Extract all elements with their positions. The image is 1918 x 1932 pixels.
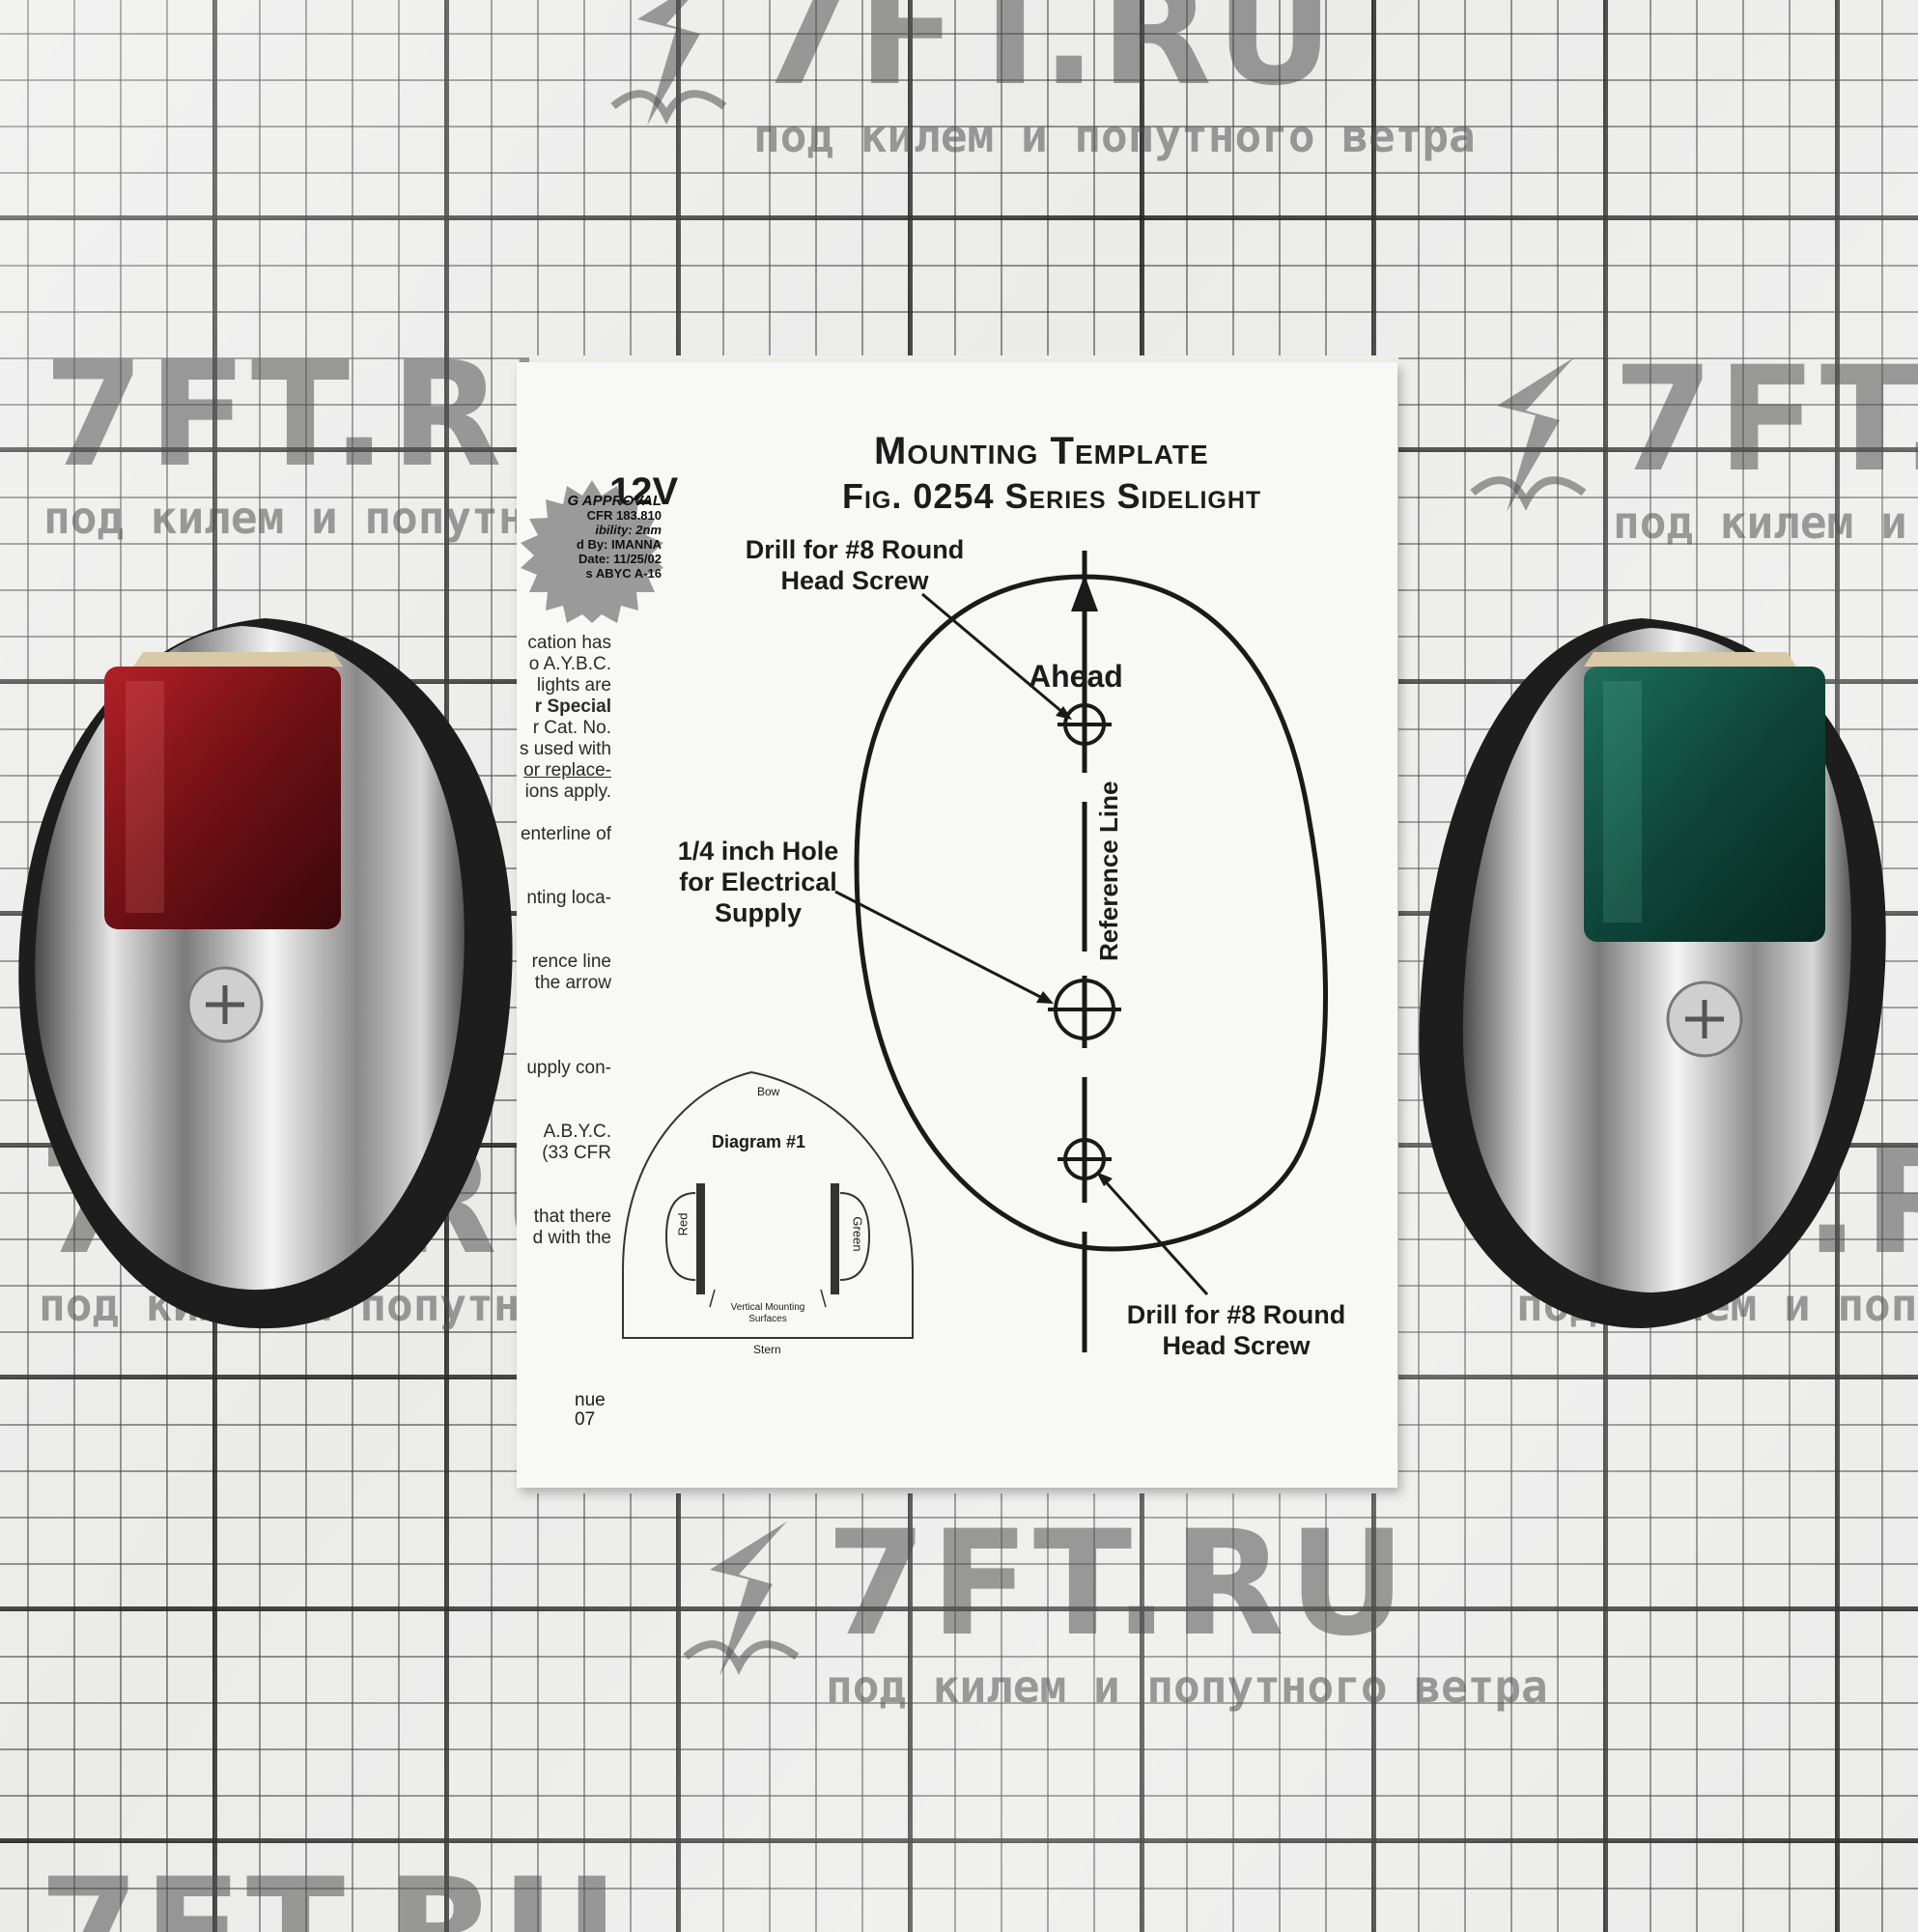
label-drill-bottom: Drill for #8 Round Head Screw [1111, 1299, 1362, 1361]
label-line: Drill for #8 Round [745, 535, 965, 564]
red-lens [104, 667, 341, 929]
seal-burst-icon [521, 480, 663, 623]
label-line: Head Screw [780, 566, 929, 595]
seal-line: G APPROVAL [567, 493, 662, 509]
diagram-hull-outline [622, 1070, 914, 1339]
text-line: nting loca- [526, 888, 611, 908]
starboard-sidelight-green [1419, 618, 1886, 1328]
watermark-tagline: под килем и попутного ветра [826, 1661, 1548, 1713]
diagram-green-label: Green [850, 1216, 865, 1252]
crosshair-top-icon [1058, 703, 1112, 746]
diagram-stern-label: Stern [753, 1343, 781, 1356]
seal-line: d By: IMANNA [576, 537, 662, 552]
text-line: ions apply. [524, 781, 611, 802]
text-line: A.B.Y.C. [543, 1122, 611, 1142]
mounting-template-sheet: 12V Mounting Template Fig. 0254 Series S… [517, 362, 1397, 1488]
seal-line: ibility: 2nm [595, 523, 662, 537]
label-line: for Electrical [679, 867, 837, 896]
text-line: d with the [532, 1228, 611, 1248]
label-line: Vertical Mounting [730, 1302, 805, 1313]
watermark-bottom-left: 7FT.RU [39, 1860, 623, 1932]
watermark-brand: 7FT.RU [826, 1500, 1410, 1668]
watermark-bottom: 7FT.RU под килем и попутного ветра [683, 1500, 1548, 1713]
label-line: Surfaces [748, 1314, 787, 1324]
green-lens [1584, 667, 1825, 942]
watermark-logo-icon [683, 1521, 800, 1676]
text-line: that there [533, 1207, 611, 1227]
watermark-tagline: под килем и попутного ветра [753, 110, 1476, 162]
watermark-tagline: под килем и попутного ветра [1613, 497, 1918, 549]
text-line: upply con- [526, 1058, 611, 1078]
seal-line: Date: 11/25/02 [578, 552, 662, 566]
text-line: r Special [534, 696, 611, 717]
watermark-top: 7FT.RU под килем и попутного ветра [610, 0, 1476, 162]
label-ahead: Ahead [1029, 659, 1123, 694]
arrow-up-icon [1071, 575, 1098, 611]
footer-line: 07 [575, 1409, 596, 1430]
text-line: o A.Y.B.C. [528, 654, 611, 674]
text-line: the arrow [534, 973, 611, 993]
crosshair-bottom-icon [1058, 1138, 1112, 1180]
port-sidelight-red [18, 618, 513, 1329]
watermark-brand: 7FT.RU [753, 0, 1338, 118]
watermark-brand: 7FT.RU [1613, 336, 1918, 504]
approval-seal: G APPROVAL CFR 183.810 ibility: 2nm d By… [507, 478, 676, 623]
instruction-text-column: cation has o A.Y.B.C. lights are r Speci… [517, 633, 611, 1249]
seal-line: s ABYC A-16 [585, 566, 662, 581]
template-title: Mounting Template [874, 430, 1209, 472]
watermark-logo-icon [610, 0, 727, 126]
label-line: Drill for #8 Round [1126, 1300, 1346, 1329]
text-line: (33 CFR [542, 1143, 611, 1163]
text-line: rence line [531, 952, 611, 972]
label-line: Head Screw [1162, 1331, 1311, 1360]
template-subtitle: Fig. 0254 Series Sidelight [842, 476, 1262, 516]
text-line: lights are [536, 675, 611, 696]
label-electrical-hole: 1/4 inch Hole for Electrical Supply [652, 836, 864, 928]
watermark-brand: 7FT.RU [39, 1848, 623, 1932]
footer-line: nue [575, 1390, 606, 1410]
diagram-surfaces-label: Vertical Mounting Surfaces [691, 1302, 845, 1325]
seal-line: CFR 183.810 [586, 508, 662, 523]
text-line: r Cat. No. [532, 718, 611, 738]
label-reference-line: Reference Line [1094, 768, 1124, 961]
crosshair-middle-icon [1048, 979, 1121, 1040]
text-line: s used with [519, 739, 611, 759]
label-drill-top: Drill for #8 Round Head Screw [739, 534, 971, 596]
text-line: or replace- [523, 760, 611, 781]
label-line: 1/4 inch Hole [677, 837, 839, 866]
diagram-title: Diagram #1 [712, 1132, 806, 1151]
sheet-footer: nue 07 [575, 1391, 606, 1430]
reference-line-text: Reference Line [1094, 781, 1123, 961]
text-line: enterline of [520, 824, 611, 844]
diagram-red-label: Red [675, 1212, 691, 1236]
template-drawing [622, 551, 1328, 1352]
text-line: cation has [527, 633, 611, 653]
diagram-bow-label: Bow [757, 1085, 780, 1098]
watermark-logo-icon [1470, 357, 1587, 512]
label-line: Supply [714, 898, 802, 927]
watermark-right: 7FT.RU под килем и попутного ветра [1470, 336, 1918, 549]
